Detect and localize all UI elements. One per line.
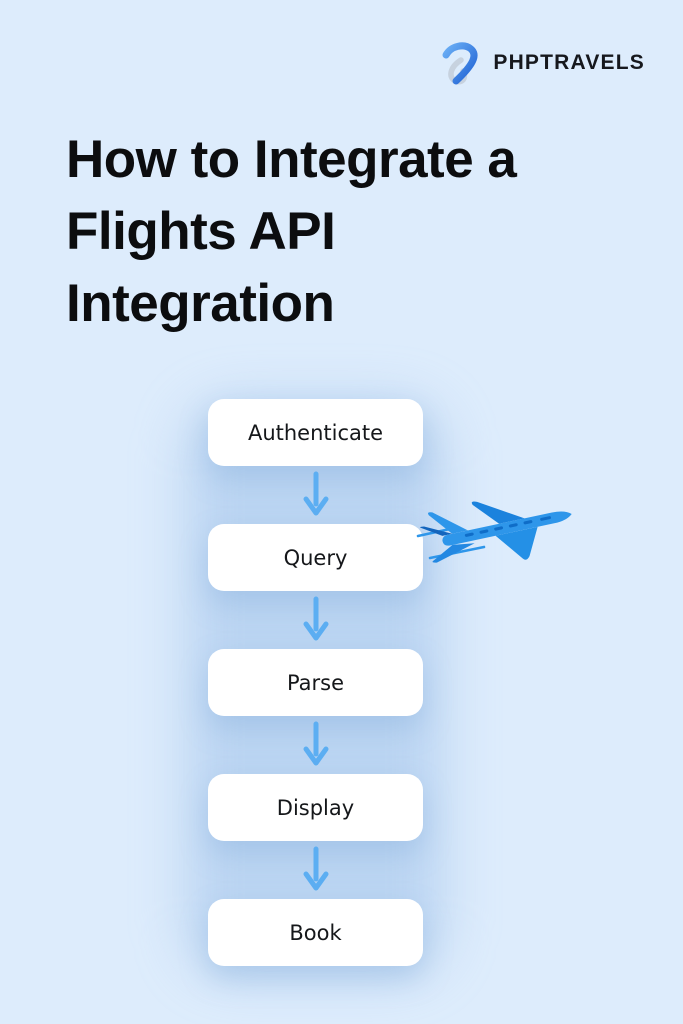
page-title: How to Integrate a Flights API Integrati…: [66, 124, 517, 340]
flow-step-label: Authenticate: [247, 420, 384, 445]
down-arrow-icon: [302, 716, 330, 774]
flow-step-authenticate: Authenticate: [208, 399, 423, 466]
flow-step-label: Parse: [286, 670, 345, 695]
flow-step-label: Book: [289, 920, 342, 945]
flow-step-query: Query: [208, 524, 423, 591]
down-arrow-icon: [302, 841, 330, 899]
flowchart: Authenticate Query Parse Display: [208, 399, 423, 966]
down-arrow-icon: [302, 591, 330, 649]
flow-step-label: Query: [283, 545, 348, 570]
title-line-3: Integration: [66, 274, 335, 333]
down-arrow-icon: [302, 466, 330, 524]
title-line-2: Flights API: [66, 202, 336, 261]
flow-step-parse: Parse: [208, 649, 423, 716]
flow-step-label: Display: [276, 795, 355, 820]
airplane-icon: [416, 501, 572, 563]
flow-step-display: Display: [208, 774, 423, 841]
flow-step-book: Book: [208, 899, 423, 966]
brand-logo: PHPTRAVELS: [437, 40, 645, 86]
title-line-1: How to Integrate a: [66, 130, 517, 189]
phptravels-swoosh-icon: [442, 42, 478, 85]
brand-name: PHPTRAVELS: [493, 51, 645, 74]
